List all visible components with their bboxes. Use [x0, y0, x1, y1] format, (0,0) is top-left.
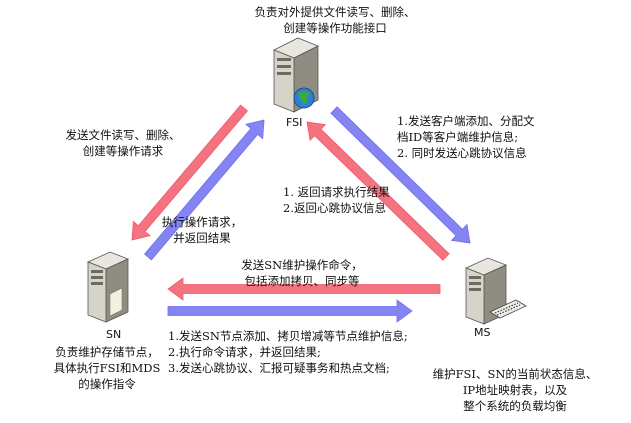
edge-line: 2. 同时发送心跳协议信息: [397, 146, 527, 160]
fsi-desc-line: 负责对外提供文件读写、删除、: [254, 5, 416, 19]
edge-line: 1.发送SN节点添加、拷贝增减等节点维护信息;: [168, 329, 408, 343]
edge-line: 执行操作请求，: [161, 215, 243, 229]
fsi-server-icon: [268, 36, 324, 120]
edge-line: 1. 返回请求执行结果: [283, 185, 390, 199]
arrow-sn-to-fsi: [144, 119, 265, 261]
sn-label: SN: [106, 328, 122, 341]
sn-to-ms-label: 1.发送SN节点添加、拷贝增减等节点维护信息; 2.执行命令请求，并返回结果; …: [168, 328, 408, 376]
arrow-fsi-to-sn: [131, 104, 248, 241]
fsi-label: FSI: [286, 116, 303, 129]
ms-desc-line: 整个系统的负载均衡: [463, 399, 567, 413]
ms-to-sn-label: 发送SN维护操作命令， 包括添加拷贝、同步等: [222, 257, 382, 289]
ms-server-icon: [462, 256, 528, 334]
sn-desc-line: 的操作指令: [78, 377, 136, 391]
arrow-fsi-to-ms: [330, 106, 471, 244]
edge-line: 2.执行命令请求，并返回结果;: [168, 345, 321, 359]
edge-line: 创建等操作请求: [82, 144, 164, 158]
arrow-sn-to-ms: [167, 299, 413, 323]
fsi-desc-line: 创建等操作功能接口: [283, 21, 387, 35]
ms-label: MS: [474, 326, 491, 339]
sn-to-fsi-label: 执行操作请求， 并返回结果: [152, 214, 252, 246]
fsi-to-ms-label: 1.发送客户端添加、分配文 档ID等客户端维护信息; 2. 同时发送心跳协议信息: [397, 113, 534, 161]
edge-line: 并返回结果: [173, 231, 231, 245]
arrow-ms-to-fsi: [306, 121, 450, 261]
edge-line: 2.返回心跳协议信息: [283, 201, 386, 215]
sn-description: 负责维护存储节点， 具体执行FSI和MDS 的操作指令: [32, 344, 182, 392]
sn-server-icon: [84, 250, 134, 328]
sn-desc-line: 负责维护存储节点，: [55, 345, 159, 359]
ms-to-fsi-label: 1. 返回请求执行结果 2.返回心跳协议信息: [283, 184, 390, 216]
edge-line: 1.发送客户端添加、分配文: [397, 114, 535, 128]
ms-desc-line: 维护FSI、SN的当前状态信息、: [432, 367, 598, 381]
fsi-to-sn-label: 发送文件读写、删除、 创建等操作请求: [58, 127, 188, 159]
fsi-description: 负责对外提供文件读写、删除、 创建等操作功能接口: [245, 4, 425, 36]
edge-line: 发送SN维护操作命令，: [241, 258, 363, 272]
edge-line: 发送文件读写、删除、: [65, 128, 181, 142]
edge-line: 3.发送心跳协议、汇报可疑事务和热点文档;: [168, 361, 390, 375]
edge-line: 包括添加拷贝、同步等: [244, 274, 360, 288]
ms-desc-line: IP地址映射表，以及: [462, 383, 568, 397]
ms-description: 维护FSI、SN的当前状态信息、 IP地址映射表，以及 整个系统的负载均衡: [420, 366, 610, 414]
edge-line: 档ID等客户端维护信息;: [397, 130, 519, 144]
arrow-ms-to-sn: [167, 277, 441, 301]
sn-desc-line: 具体执行FSI和MDS: [53, 361, 161, 375]
